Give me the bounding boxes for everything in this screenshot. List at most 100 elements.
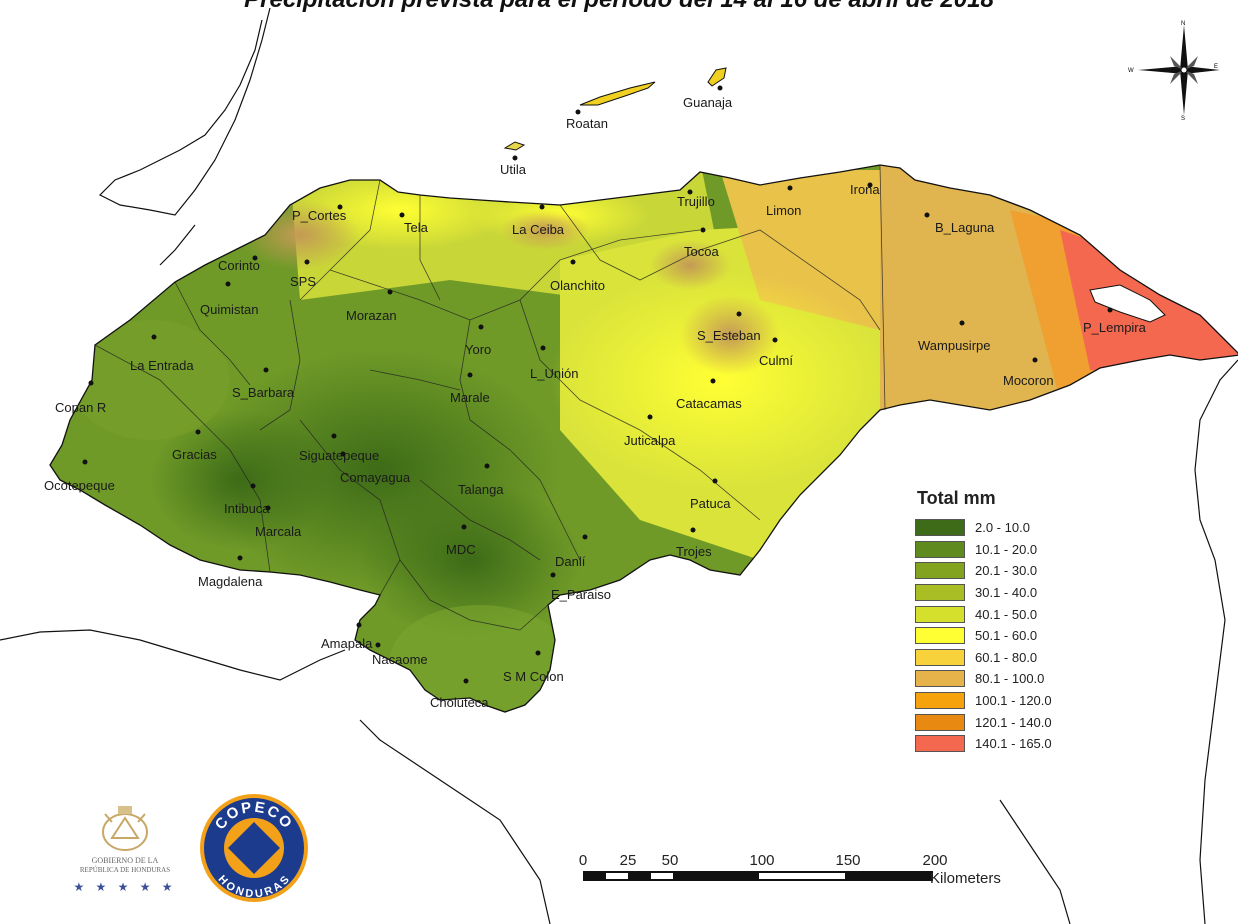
scale-tick-label: 25 <box>619 852 637 869</box>
city-label: Marcala <box>255 524 302 539</box>
gov-logo-line1: GOBIERNO DE LA <box>91 856 159 865</box>
scale-tick-label: 150 <box>835 852 861 869</box>
city-label: Siguatepeque <box>299 448 379 463</box>
city-dot <box>690 527 696 533</box>
city-label: Yoro <box>465 342 491 357</box>
city-dot <box>787 185 793 191</box>
scale-bar-graphic <box>583 871 933 881</box>
city-label: Guanaja <box>683 95 733 110</box>
city-label: Nacaome <box>372 652 428 667</box>
city-label: L_Unión <box>530 366 578 381</box>
legend-label: 20.1 - 30.0 <box>975 563 1038 579</box>
city-label: S M Colon <box>503 669 564 684</box>
city-label: Talanga <box>458 482 504 497</box>
city-dot <box>265 505 271 511</box>
legend-item: 2.0 - 10.0 <box>915 517 1105 539</box>
city-dot <box>237 555 243 561</box>
legend-item: 100.1 - 120.0 <box>915 690 1105 712</box>
bay-islands <box>503 67 727 151</box>
city-label: B_Laguna <box>935 220 995 235</box>
city-label: Utila <box>500 162 527 177</box>
city-dot <box>356 622 362 628</box>
legend-swatch <box>915 584 965 602</box>
legend-swatch <box>915 562 965 580</box>
city-dot <box>1107 307 1113 313</box>
city-dot <box>512 155 518 161</box>
city-label: Catacamas <box>676 396 742 411</box>
city-label: Danlí <box>555 554 586 569</box>
compass-n: N <box>1181 21 1185 27</box>
scale-unit: Kilometers <box>930 870 1001 887</box>
city-label: SPS <box>290 274 316 289</box>
scale-tick-label: 50 <box>661 852 679 869</box>
city-label: Roatan <box>566 116 608 131</box>
city-dot <box>88 380 94 386</box>
city-label: S_Esteban <box>697 328 761 343</box>
legend: Total mm 2.0 - 10.0 10.1 - 20.0 20.1 - 30.… <box>905 488 1105 755</box>
city-dot <box>340 451 346 457</box>
city-dot <box>478 324 484 330</box>
stars-icon: ★ ★ ★ ★ ★ <box>73 880 177 894</box>
legend-item: 50.1 - 60.0 <box>915 625 1105 647</box>
city-label: Tela <box>404 220 429 235</box>
compass-e: E <box>1214 64 1218 70</box>
city-dot <box>1032 357 1038 363</box>
city-label: Ocotepeque <box>44 478 115 493</box>
city-dot <box>539 204 545 210</box>
city-dot <box>712 478 718 484</box>
neighbor-coastlines <box>0 7 1238 924</box>
compass-s: S <box>1181 116 1185 120</box>
legend-item: 140.1 - 165.0 <box>915 733 1105 755</box>
city-dot <box>687 189 693 195</box>
city-dot <box>82 459 88 465</box>
city-dot <box>151 334 157 340</box>
north-arrow-icon: N S W E <box>1128 21 1220 120</box>
city-dot <box>195 429 201 435</box>
legend-label: 140.1 - 165.0 <box>975 736 1052 752</box>
city-dot <box>463 678 469 684</box>
city-dot <box>959 320 965 326</box>
utila-island <box>503 141 526 151</box>
city-dot <box>375 642 381 648</box>
city-dot <box>535 650 541 656</box>
legend-swatch <box>915 648 965 666</box>
legend-swatch <box>915 735 965 753</box>
city-label: Limon <box>766 203 801 218</box>
legend-title: Total mm <box>917 488 996 508</box>
city-label: Gracias <box>172 447 217 462</box>
legend-label: 10.1 - 20.0 <box>975 541 1038 557</box>
city-dot <box>399 212 405 218</box>
city-label: Trujillo <box>677 194 715 209</box>
city-label: La Ceiba <box>512 222 565 237</box>
city-dot <box>461 524 467 530</box>
city-label: Comayagua <box>340 470 411 485</box>
city-label: Irona <box>850 182 880 197</box>
city-label: Copan R <box>55 400 106 415</box>
legend-label: 120.1 - 140.0 <box>975 714 1052 730</box>
city-label: Mocoron <box>1003 373 1054 388</box>
coat-of-arms-icon <box>102 806 148 851</box>
city-label: Juticalpa <box>624 433 676 448</box>
legend-label: 50.1 - 60.0 <box>975 628 1038 644</box>
gov-logo-line2: REPÚBLICA DE HONDURAS <box>79 866 171 874</box>
city-label: Morazan <box>346 308 397 323</box>
city-label: Marale <box>450 390 490 405</box>
city-label: S_Barbara <box>232 385 295 400</box>
guanaja-island <box>707 67 727 87</box>
city-dot <box>540 345 546 351</box>
copeco-logo: COPECO HONDURAS <box>200 794 308 902</box>
legend-label: 30.1 - 40.0 <box>975 585 1038 601</box>
legend-item: 20.1 - 30.0 <box>915 560 1105 582</box>
city-label: La Entrada <box>130 358 194 373</box>
city-dot <box>304 259 310 265</box>
scale-tick-label: 100 <box>749 852 775 869</box>
city-dot <box>550 572 556 578</box>
city-label: Trojes <box>676 544 712 559</box>
city-label: Wampusirpe <box>918 338 990 353</box>
compass-w: W <box>1128 68 1134 74</box>
scale-tick-label: 200 <box>922 852 948 869</box>
